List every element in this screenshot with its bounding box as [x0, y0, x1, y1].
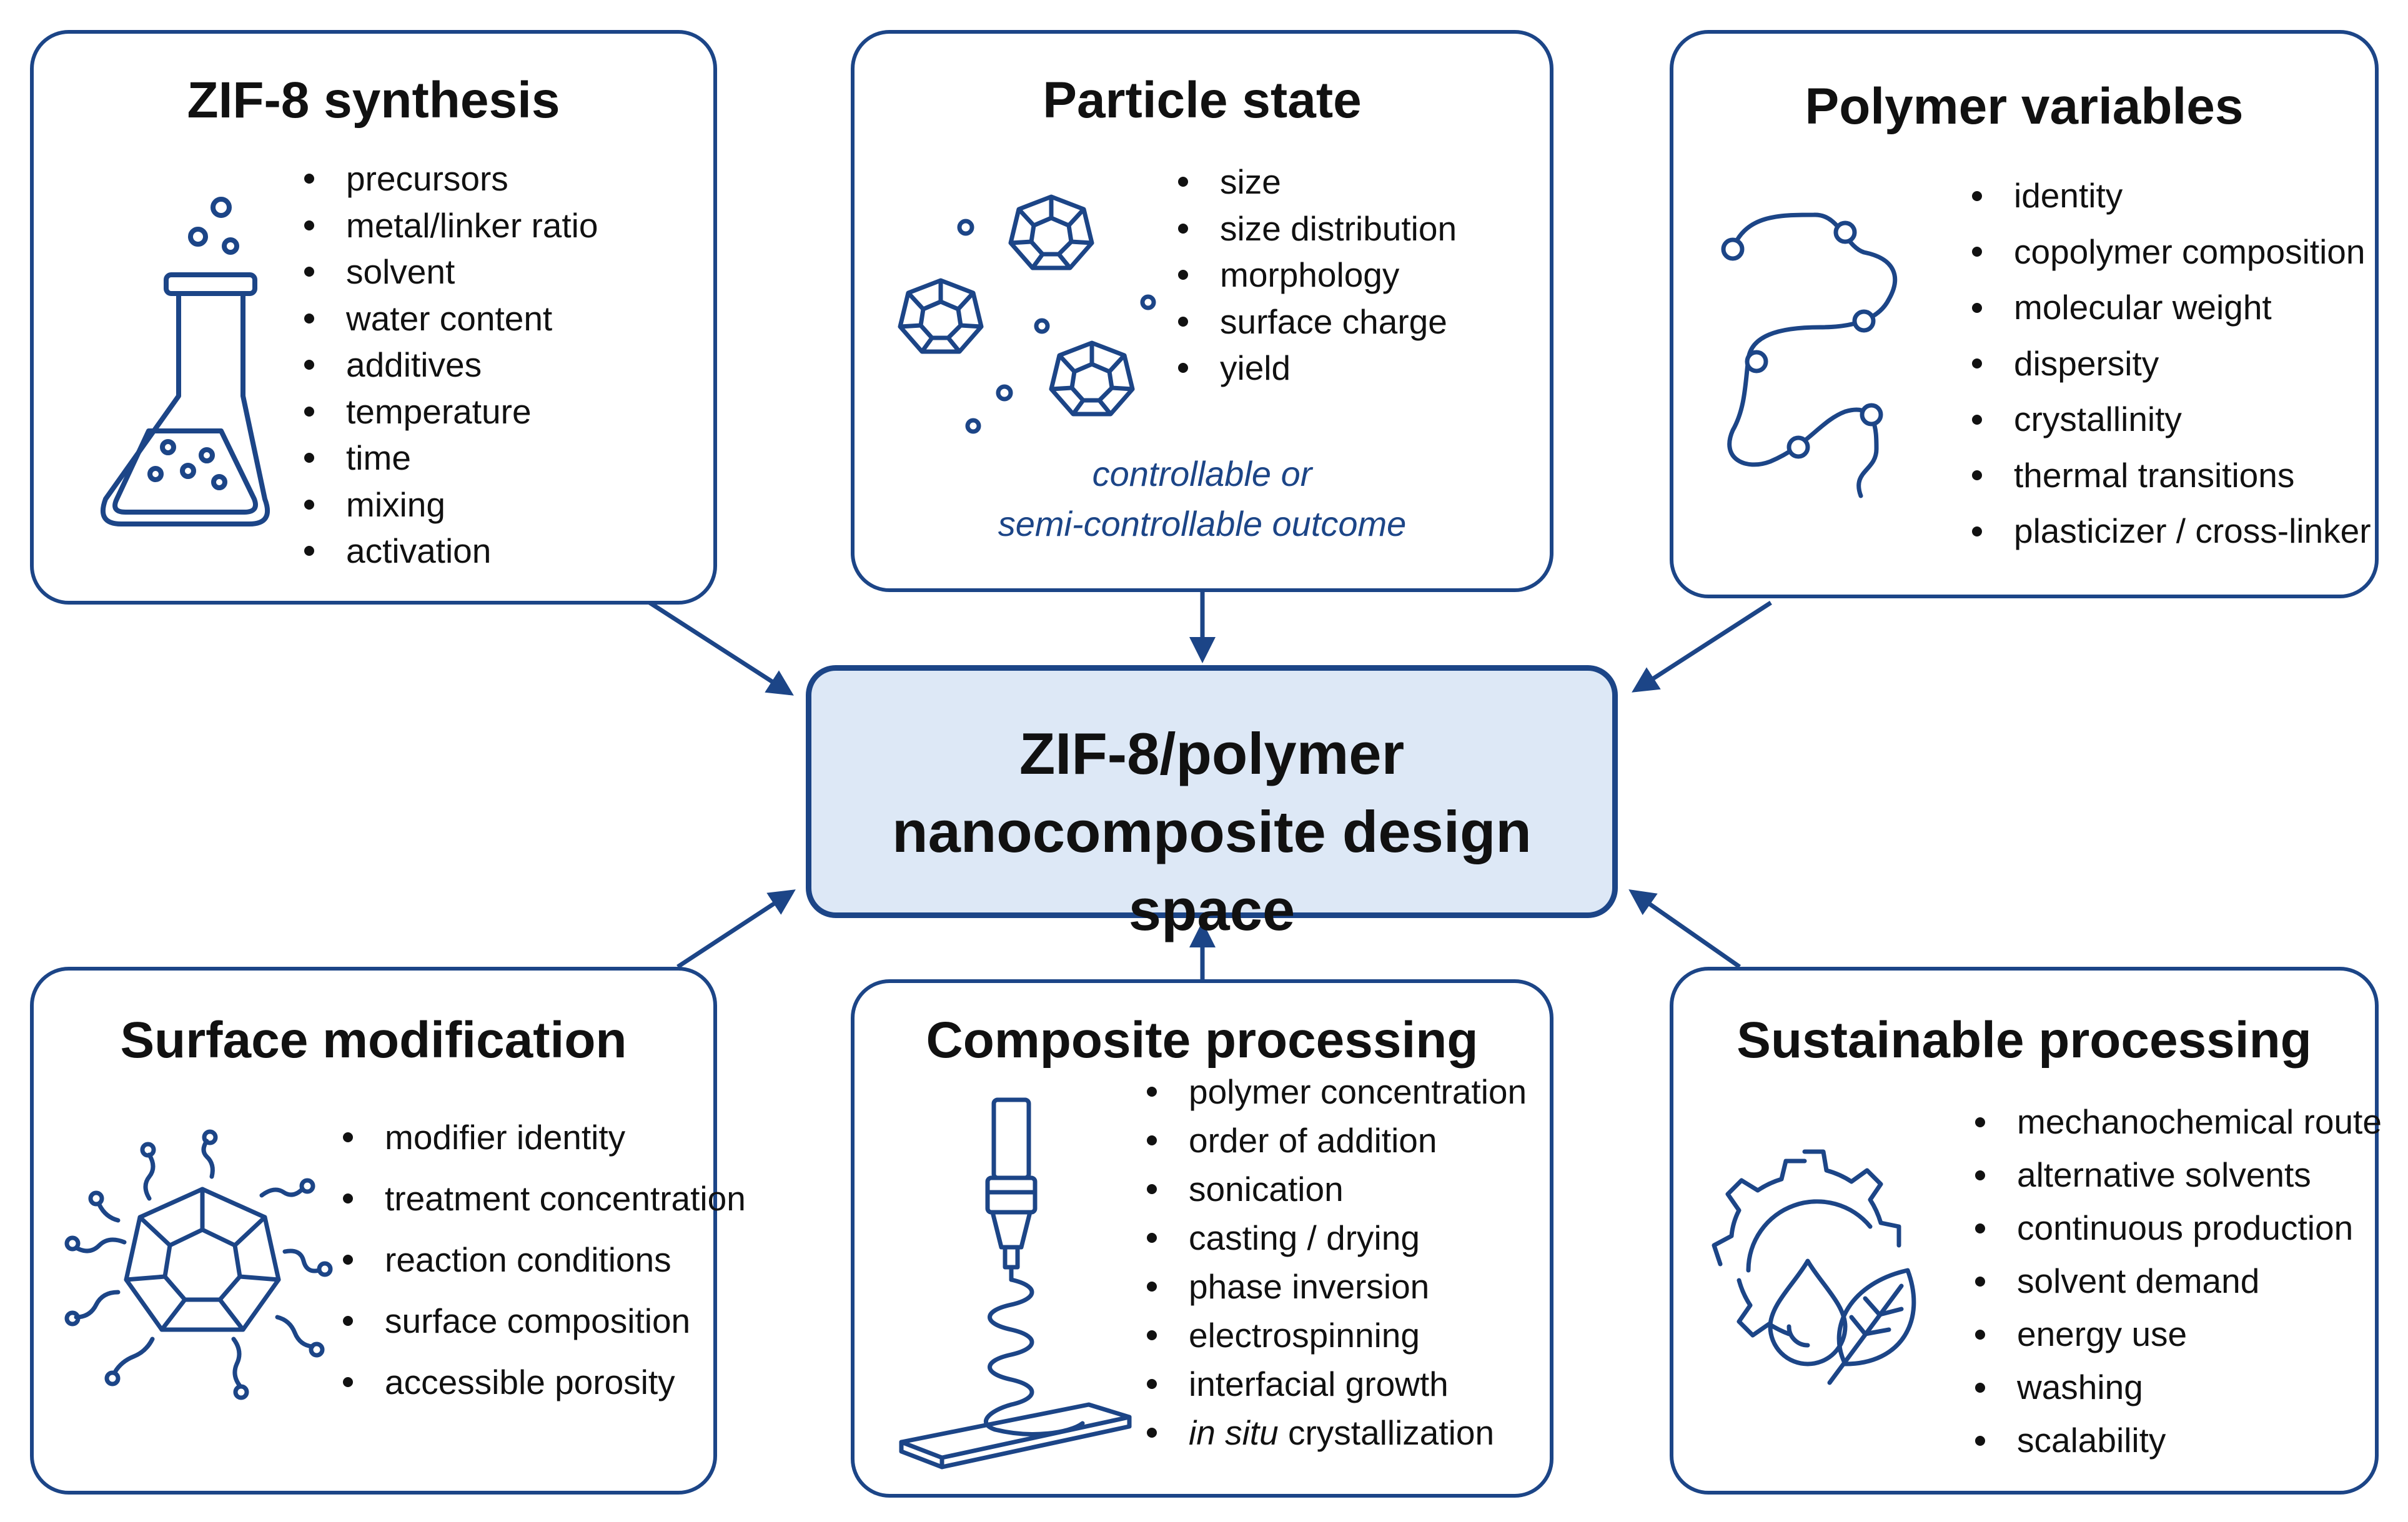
modified-crystal-icon	[64, 1129, 333, 1400]
list-item: energy use	[1970, 1308, 2382, 1361]
list-item: dispersity	[1967, 336, 2371, 392]
design-space-title-line1: ZIF-8/polymer	[1019, 721, 1405, 786]
list-item: mechanochemical route	[1970, 1095, 2382, 1149]
design-space-title: ZIF-8/polymer nanocomposite design space	[811, 714, 1612, 949]
arrow-from-zif8-synthesis	[648, 601, 794, 696]
list-item-in-situ: in situ crystallization	[1142, 1408, 1527, 1457]
list-item: solvent demand	[1970, 1255, 2382, 1308]
flask-icon	[101, 197, 270, 526]
list-item: alternative solvents	[1970, 1149, 2382, 1202]
crystal-particles-icon	[898, 194, 1156, 434]
polymer-variables-box: Polymer variables identity copolymer com…	[1670, 30, 2379, 598]
list-item: scalability	[1970, 1414, 2382, 1467]
list-item: precursors	[299, 156, 598, 202]
list-item: water content	[299, 295, 598, 342]
arrow-from-polymer-variables	[1632, 601, 1772, 693]
list-item: phase inversion	[1142, 1262, 1527, 1311]
composite-processing-box: Composite processing polymer concentrati…	[851, 979, 1553, 1498]
in-situ-italic: in situ	[1189, 1413, 1279, 1452]
list-item: mixing	[299, 482, 598, 528]
arrow-from-sustainable-processing	[1628, 889, 1742, 969]
surface-modification-title: Surface modification	[120, 1012, 627, 1069]
design-space-box: ZIF-8/polymer nanocomposite design space	[806, 665, 1618, 942]
list-item: yield	[1173, 345, 1457, 392]
list-item: polymer concentration	[1142, 1067, 1527, 1116]
list-item: washing	[1970, 1361, 2382, 1414]
surface-modification-list: modifier identity treatment concentratio…	[338, 1107, 746, 1413]
list-item: plasticizer / cross-linker	[1967, 503, 2371, 560]
composite-processing-title: Composite processing	[926, 1012, 1479, 1069]
list-item: metal/linker ratio	[299, 202, 598, 249]
list-item: treatment concentration	[338, 1168, 746, 1229]
polymer-variables-title: Polymer variables	[1805, 78, 2244, 135]
particle-state-list: size size distribution morphology surfac…	[1173, 159, 1457, 392]
list-item: copolymer composition	[1967, 224, 2371, 280]
polymer-chain-icon	[1721, 212, 1898, 498]
in-situ-rest: crystallization	[1278, 1413, 1495, 1452]
zif8-synthesis-list: precursors metal/linker ratio solvent wa…	[299, 156, 598, 575]
particle-state-title: Particle state	[1043, 72, 1362, 129]
list-item: temperature	[299, 388, 598, 435]
composite-processing-list: polymer concentration order of addition …	[1142, 1067, 1527, 1457]
list-item: surface composition	[338, 1290, 746, 1352]
list-item: molecular weight	[1967, 280, 2371, 336]
outcome-note-line1: controllable or	[1092, 454, 1312, 493]
sustainable-processing-box: Sustainable processing mechanochemical r…	[1670, 967, 2382, 1495]
sustainable-processing-list: mechanochemical route alternative solven…	[1970, 1095, 2382, 1467]
list-item: casting / drying	[1142, 1213, 1527, 1262]
outcome-note-line2: semi-controllable outcome	[998, 504, 1407, 543]
list-item: morphology	[1173, 252, 1457, 299]
list-item: identity	[1967, 168, 2371, 224]
list-item: crystallinity	[1967, 392, 2371, 448]
zif8-synthesis-box: ZIF-8 synthesis precursors metal/linker …	[30, 30, 717, 605]
zif8-synthesis-title: ZIF-8 synthesis	[187, 72, 560, 129]
gear-drop-leaf-icon	[1712, 1149, 1916, 1385]
arrow-from-surface-modification	[676, 889, 796, 969]
list-item: solvent	[299, 249, 598, 295]
list-item: electrospinning	[1142, 1311, 1527, 1360]
list-item: sonication	[1142, 1165, 1527, 1213]
list-item: additives	[299, 342, 598, 388]
list-item: accessible porosity	[338, 1352, 746, 1413]
surface-modification-box: Surface modification modifier identity t…	[30, 967, 746, 1495]
list-item: continuous production	[1970, 1202, 2382, 1255]
list-item: activation	[299, 528, 598, 575]
particle-state-box: Particle state	[851, 30, 1553, 592]
outcome-note: controllable or semi-controllable outcom…	[855, 449, 1550, 549]
list-item: size	[1173, 159, 1457, 205]
list-item: order of addition	[1142, 1116, 1527, 1165]
polymer-variables-list: identity copolymer composition molecular…	[1967, 168, 2371, 560]
list-item: reaction conditions	[338, 1229, 746, 1290]
list-item: size distribution	[1173, 205, 1457, 252]
electrospinning-nozzle-icon	[899, 1097, 1132, 1470]
list-item: surface charge	[1173, 299, 1457, 345]
sustainable-processing-title: Sustainable processing	[1737, 1012, 2312, 1069]
list-item: interfacial growth	[1142, 1360, 1527, 1408]
design-space-title-line2: nanocomposite design space	[892, 799, 1532, 942]
list-item: time	[299, 435, 598, 482]
list-item: modifier identity	[338, 1107, 746, 1168]
list-item: thermal transitions	[1967, 448, 2371, 504]
